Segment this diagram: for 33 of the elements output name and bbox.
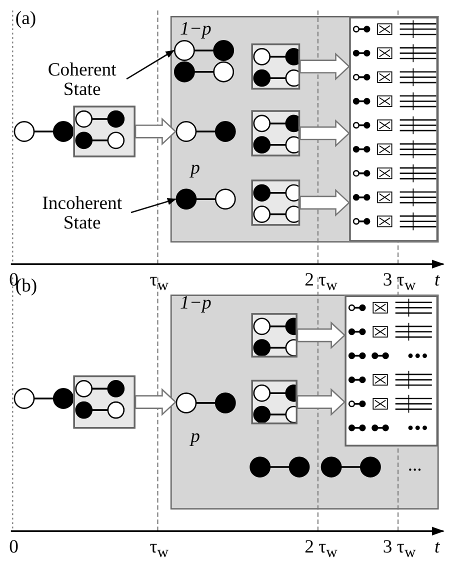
leader-line <box>126 50 175 80</box>
callout-text: Coherent State <box>38 59 127 99</box>
dimer-drawing <box>176 188 238 210</box>
axis-tick-label: τ$_{w}$ <box>150 536 169 562</box>
probability-label: p <box>190 157 200 177</box>
axis-tick-label: 0 <box>9 536 18 556</box>
axis-tick-label: 2 τ$_{w}$ <box>304 269 338 295</box>
ellipsis: ... <box>408 454 422 474</box>
axis-label: t <box>434 269 440 290</box>
block-arrow <box>134 388 177 416</box>
block-arrow <box>296 321 346 350</box>
probability-label: p <box>190 426 200 446</box>
dimer-pair-drawing <box>174 40 236 83</box>
axis-tick-label: 2 τ$_{w}$ <box>304 536 338 562</box>
state-box <box>73 375 136 429</box>
block-arrow <box>299 52 350 81</box>
axis-tick-label: τ$_{w}$ <box>150 269 169 295</box>
probability-label: 1−p <box>180 292 212 312</box>
state-box <box>73 106 136 158</box>
probability-label: 1−p <box>180 18 212 38</box>
block-arrow <box>299 119 350 148</box>
block-arrow <box>134 118 177 146</box>
block-arrow <box>296 388 346 416</box>
axis-tick-label: 3 τ$_{w}$ <box>382 536 416 562</box>
block-arrow <box>299 188 350 217</box>
panel-label: (a) <box>15 8 36 28</box>
axis-label: t <box>434 536 440 556</box>
dimer-drawing <box>176 120 238 142</box>
callout-text: Incoherent State <box>33 192 132 232</box>
axis-tick-label: 3 τ$_{w}$ <box>382 269 416 295</box>
state-panel <box>344 295 438 447</box>
dimer-drawing <box>176 392 238 414</box>
leader-line <box>130 198 176 214</box>
